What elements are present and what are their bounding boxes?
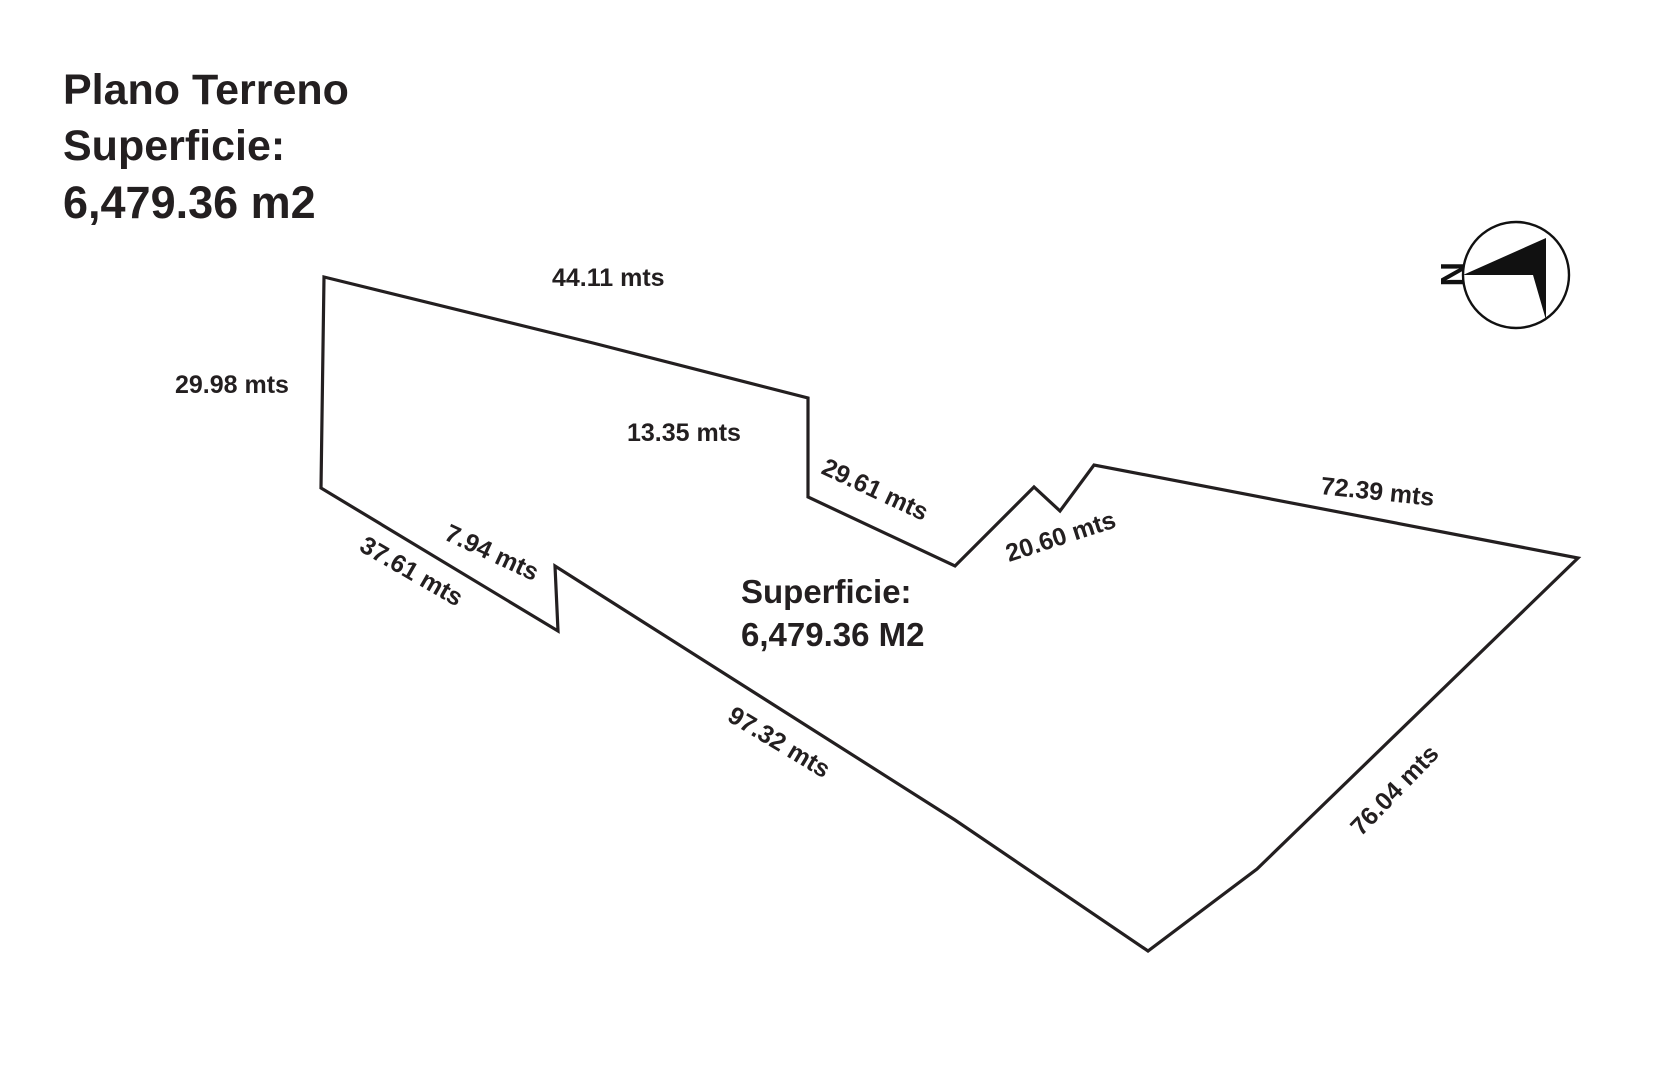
north-arrow-icon: N [1433,220,1571,330]
dimension-inner-diagonal: 29.61 mts [817,453,932,527]
plan-title: Plano Terreno [63,66,349,114]
dimension-notch: 20.60 mts [1002,506,1119,568]
compass-north-letter: N [1433,262,1471,287]
plan-header: Plano Terreno Superficie: 6,479.36 m2 [63,62,349,232]
area-value: 6,479.36 m2 [63,177,316,228]
lot-boundary [319,274,1582,953]
dimension-inner-vertical: 13.35 mts [627,419,741,447]
compass-arrowhead [1463,238,1546,320]
dimension-small-jog: 7.94 mts [440,519,543,587]
area-label: Superficie: [63,122,286,170]
dimension-left: 29.98 mts [175,371,289,399]
center-area-value: 6,479.36 M2 [741,616,924,653]
dimension-upper-right: 72.39 mts [1319,472,1435,512]
dimension-bottom-long: 97.32 mts [723,701,835,784]
dimension-top: 44.11 mts [552,264,665,292]
dimension-lower-right: 76.04 mts [1345,740,1444,841]
center-area-label: Superficie: [741,573,912,610]
